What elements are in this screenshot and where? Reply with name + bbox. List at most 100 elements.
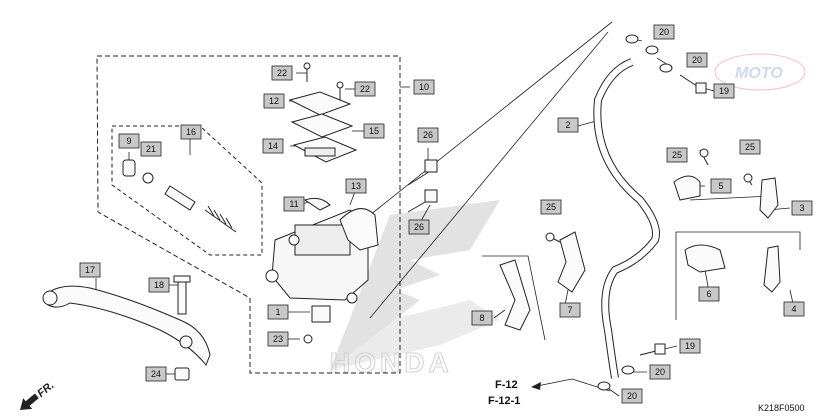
callout-26-b: 26 [408, 219, 430, 235]
clamp-7 [557, 231, 586, 293]
svg-text:18: 18 [154, 280, 164, 290]
callout-22-b: 22 [354, 81, 376, 97]
svg-text:9: 9 [126, 136, 131, 146]
callout-19-a: 19 [713, 83, 735, 99]
pivot-nut [174, 367, 190, 381]
callout-20-a: 20 [653, 24, 675, 40]
callout-25-c: 25 [540, 199, 562, 215]
moto-watermark: MOTO [714, 53, 806, 91]
callout-22-a: 22 [271, 65, 293, 81]
holder [339, 208, 379, 251]
callout-group: 20 20 19 2 25 25 5 3 25 7 8 6 4 19 20 20… [79, 24, 813, 404]
callout-6: 6 [698, 286, 720, 302]
spring [204, 205, 237, 233]
bracket-outline-8 [482, 255, 546, 341]
reference-f12-1: F-12-1 [488, 395, 520, 407]
stay-3 [759, 177, 779, 219]
callout-7: 7 [559, 302, 581, 318]
callout-21: 21 [140, 141, 162, 157]
svg-text:26: 26 [423, 130, 433, 140]
svg-text:MOTO: MOTO [735, 65, 783, 82]
svg-text:15: 15 [369, 126, 379, 136]
callout-12: 12 [263, 93, 285, 109]
svg-text:24: 24 [151, 369, 161, 379]
svg-text:22: 22 [277, 68, 287, 78]
assembly-outline [96, 55, 401, 374]
svg-text:4: 4 [791, 304, 796, 314]
stop-switch [311, 305, 331, 323]
callout-20-b: 20 [686, 52, 708, 68]
callout-16: 16 [180, 124, 202, 140]
clamp-5 [673, 175, 701, 201]
piston [164, 185, 196, 211]
parts [42, 34, 781, 391]
callout-19-b: 19 [679, 338, 701, 354]
svg-text:2: 2 [565, 120, 570, 130]
callout-11: 11 [283, 196, 305, 212]
svg-text:25: 25 [672, 150, 682, 160]
svg-text:20: 20 [692, 55, 702, 65]
callout-25-b: 25 [739, 139, 761, 155]
callout-8: 8 [471, 310, 493, 326]
callout-4: 4 [783, 301, 805, 317]
clamp-8 [499, 259, 531, 331]
stay-4 [763, 245, 781, 293]
cap-plate [290, 113, 354, 138]
callout-20-d: 20 [621, 388, 643, 404]
callout-17: 17 [79, 262, 101, 278]
front-direction-arrow: FR. [20, 379, 56, 410]
callout-15: 15 [363, 123, 385, 139]
callout-1: 1 [267, 304, 289, 320]
svg-text:19: 19 [719, 86, 729, 96]
svg-text:20: 20 [655, 367, 665, 377]
callout-14: 14 [262, 138, 284, 154]
svg-text:10: 10 [419, 82, 429, 92]
svg-text:3: 3 [799, 203, 804, 213]
callout-18: 18 [148, 277, 170, 293]
svg-text:26: 26 [414, 222, 424, 232]
callout-9: 9 [118, 133, 140, 149]
circlip [142, 172, 154, 184]
svg-text:16: 16 [186, 127, 196, 137]
honda-wing-watermark [330, 200, 500, 370]
svg-text:7: 7 [567, 305, 572, 315]
svg-text:8: 8 [479, 313, 484, 323]
callout-23: 23 [267, 331, 289, 347]
callout-26-a: 26 [417, 127, 439, 143]
boot [122, 159, 136, 177]
svg-text:25: 25 [745, 142, 755, 152]
callout-20-c: 20 [649, 364, 671, 380]
reservoir-cap [288, 91, 352, 116]
callout-13: 13 [345, 178, 367, 194]
callout-3: 3 [791, 200, 813, 216]
svg-text:14: 14 [268, 141, 278, 151]
reference-f12: F-12 [495, 379, 518, 391]
callout-24: 24 [145, 366, 167, 382]
svg-text:20: 20 [627, 391, 637, 401]
stop-switch-clip [303, 197, 331, 211]
callout-2: 2 [557, 117, 579, 133]
svg-text:22: 22 [360, 84, 370, 94]
bracket-outline-6 [675, 231, 801, 320]
svg-text:25: 25 [546, 202, 556, 212]
diagram-code: K218F0500 [758, 403, 805, 413]
svg-text:FR.: FR. [35, 379, 56, 400]
svg-text:19: 19 [685, 341, 695, 351]
svg-text:13: 13 [351, 181, 361, 191]
svg-text:23: 23 [273, 334, 283, 344]
reference-arrow-head [531, 382, 541, 390]
svg-text:12: 12 [269, 96, 279, 106]
callout-25-a: 25 [666, 147, 688, 163]
svg-text:20: 20 [659, 27, 669, 37]
brake-lever [44, 285, 211, 366]
svg-text:1: 1 [275, 307, 280, 317]
svg-text:21: 21 [146, 144, 156, 154]
svg-text:5: 5 [718, 181, 723, 191]
honda-logo-text: HONDA [330, 347, 453, 378]
svg-text:11: 11 [289, 199, 298, 209]
pivot-bolt [177, 277, 187, 315]
svg-text:17: 17 [85, 265, 95, 275]
clamp-6 [684, 244, 726, 273]
svg-text:6: 6 [706, 289, 711, 299]
